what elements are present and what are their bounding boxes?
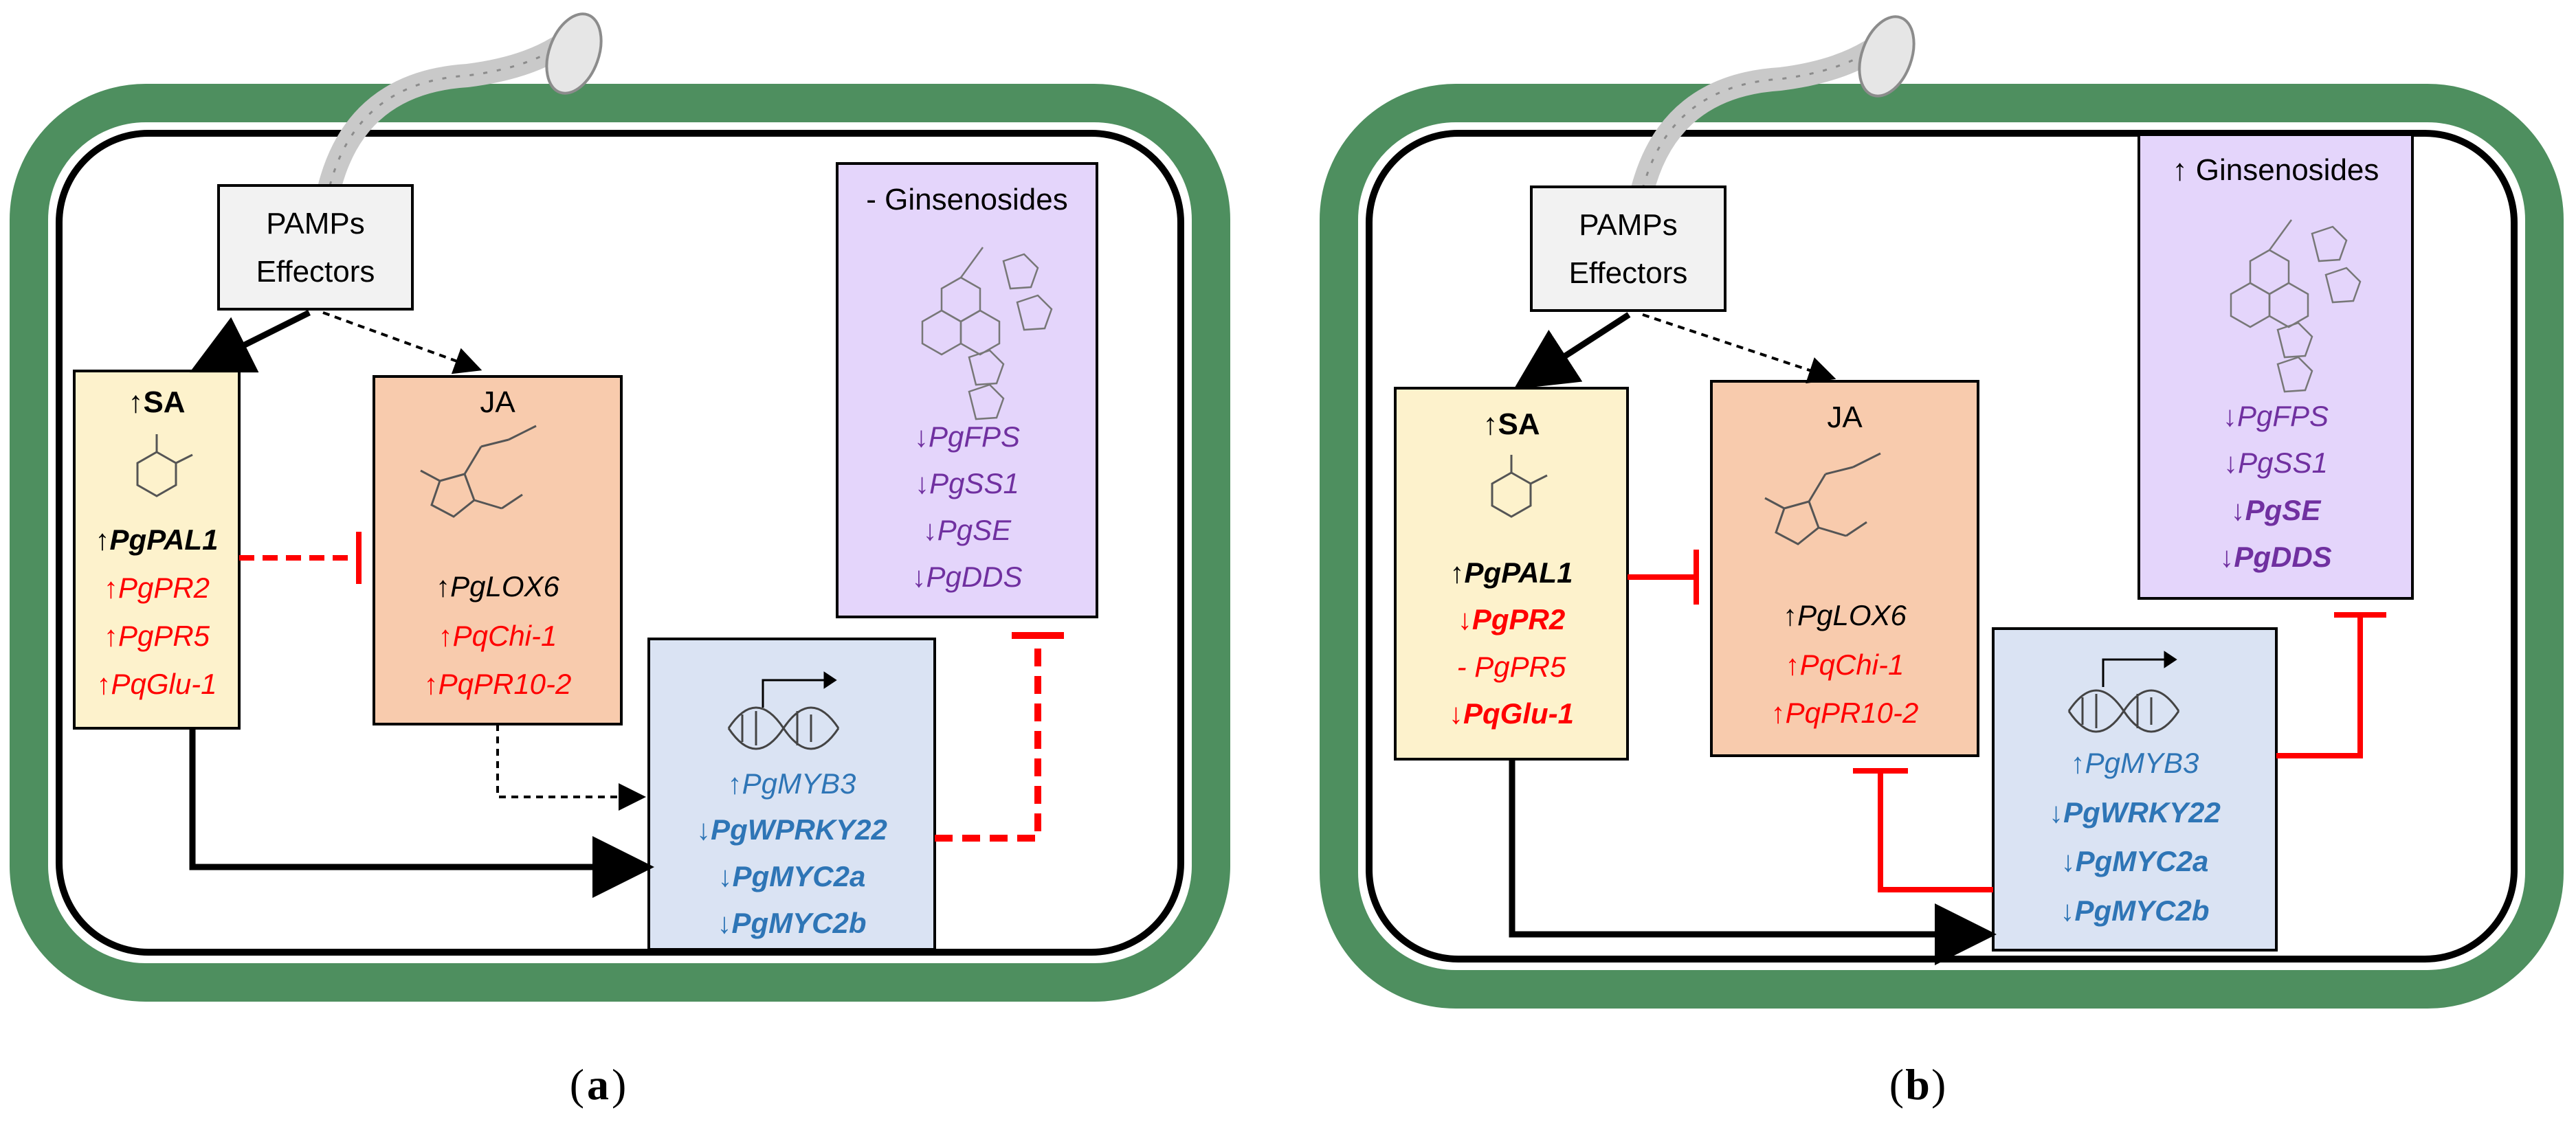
caption-close-paren: ) [1931, 1060, 1946, 1109]
tf-gene-4: ↓PgMYC2b [2060, 894, 2209, 927]
panel-caption-a: a [587, 1060, 609, 1109]
ginsenoside-gene-1: ↓PgFPS [2223, 400, 2329, 432]
arrow-pamps-to-ja-dashed [1642, 313, 1836, 384]
tf-gene-2: ↓PgWRKY22 [2049, 796, 2221, 829]
sa-gene-2: ↓PgPR2 [1458, 603, 1565, 635]
arrow-pamps-to-ja-dashed [322, 311, 482, 374]
tf-gene-4: ↓PgMYC2b [717, 907, 866, 939]
cell-membrane [56, 130, 1184, 956]
ginsenoside-gene-4: ↓PgDDS [911, 561, 1022, 593]
ginsenosides-title: - Ginsenosides [866, 183, 1067, 216]
ja-gene-3: ↑PqPR10-2 [1771, 697, 1919, 729]
tf-gene-1: ↑PgMYB3 [728, 767, 856, 800]
pathogen-icon [1631, 15, 1916, 201]
pamps-label: PAMPs [266, 207, 364, 240]
tf-box [647, 638, 936, 951]
ja-gene-3: ↑PqPR10-2 [424, 668, 572, 700]
arrow-pamps-to-sa [1513, 312, 1631, 390]
sa-gene-3: ↑PgPR5 [104, 620, 210, 652]
tf-box [1992, 627, 2278, 952]
jasmonic-acid-structure-icon [420, 425, 537, 518]
caption-open-paren: ( [1889, 1060, 1904, 1109]
dna-icon [727, 671, 840, 750]
sa-title: ↑SA [1483, 407, 1540, 441]
effectors-label: Effectors [1569, 256, 1688, 290]
ja-title: JA [480, 385, 515, 419]
sa-gene-1: ↑PgPAL1 [1450, 556, 1573, 589]
tf-gene-1: ↑PgMYB3 [2071, 747, 2199, 779]
caption-open-paren: ( [570, 1060, 584, 1109]
ginsenoside-gene-3: ↓PgSE [923, 514, 1012, 546]
effectors-label: Effectors [256, 255, 375, 289]
pamps-box [217, 184, 414, 311]
tf-gene-3: ↓PgMYC2a [718, 860, 866, 892]
panel-b: PAMPs Effectors ↑SA ↑PgPAL1 ↓PgPR2 - PgP… [1320, 15, 2564, 1109]
sa-gene-4: ↓PqGlu-1 [1449, 697, 1574, 730]
ja-gene-2: ↑PqChi-1 [438, 620, 557, 652]
panel-a: PAMPs Effectors ↑SA ↑PgPAL1 ↑PgPR2 ↑PgPR… [10, 12, 1230, 1109]
arrow-ja-to-tf-dashed [496, 724, 646, 811]
ja-gene-2: ↑PqChi-1 [1786, 649, 1905, 681]
sa-gene-4: ↑PqGlu-1 [96, 668, 216, 700]
ginsenoside-gene-2: ↓PgSS1 [2223, 447, 2328, 479]
ja-gene-1: ↑PgLOX6 [436, 570, 559, 603]
tf-gene-3: ↓PgMYC2a [2061, 845, 2209, 877]
inhibition-tf-to-ja [1853, 768, 1993, 892]
salicylic-acid-structure-icon [136, 434, 193, 497]
salicylic-acid-structure-icon [1491, 455, 1548, 518]
arrow-pamps-to-sa [189, 309, 311, 373]
ginsenoside-gene-3: ↓PgSE [2231, 494, 2322, 526]
pamps-box [1530, 185, 1726, 312]
ginsenoside-structure-icon [2230, 219, 2362, 393]
sa-box [73, 370, 241, 730]
ginsenosides-title: ↑ Ginsenosides [2173, 153, 2379, 187]
ginsenosides-box [836, 162, 1098, 618]
dna-icon [2067, 651, 2180, 733]
inhibition-sa-ja [239, 532, 362, 584]
ginsenoside-gene-1: ↓PgFPS [914, 420, 1020, 453]
tf-gene-2: ↓PgWPRKY22 [696, 813, 887, 846]
sa-gene-1: ↑PgPAL1 [96, 524, 219, 556]
ja-gene-1: ↑PgLOX6 [1783, 599, 1907, 631]
ja-box [1710, 380, 1979, 757]
jasmonic-acid-structure-icon [1764, 452, 1881, 545]
arrow-sa-to-tf [1509, 759, 1997, 965]
inhibition-tf-to-ginsenosides [935, 632, 1064, 842]
caption-close-paren: ) [612, 1060, 626, 1109]
sa-title: ↑SA [128, 385, 185, 419]
ja-title: JA [1827, 401, 1863, 434]
inhibition-sa-ja [1628, 550, 1699, 605]
inhibition-tf-to-ginsenosides [2276, 612, 2386, 758]
pamps-label: PAMPs [1579, 208, 1677, 242]
ginsenoside-gene-2: ↓PgSS1 [915, 467, 1019, 499]
ja-box [373, 375, 623, 725]
ginsenoside-structure-icon [921, 247, 1053, 420]
ginsenoside-gene-4: ↓PgDDS [2219, 541, 2331, 573]
ginsenosides-box [2138, 133, 2414, 600]
sa-gene-3: - PgPR5 [1457, 651, 1566, 683]
panel-caption-b: b [1905, 1060, 1930, 1109]
pathogen-icon [318, 12, 603, 197]
arrow-sa-to-tf [189, 728, 654, 898]
sa-gene-2: ↑PgPR2 [104, 572, 210, 604]
